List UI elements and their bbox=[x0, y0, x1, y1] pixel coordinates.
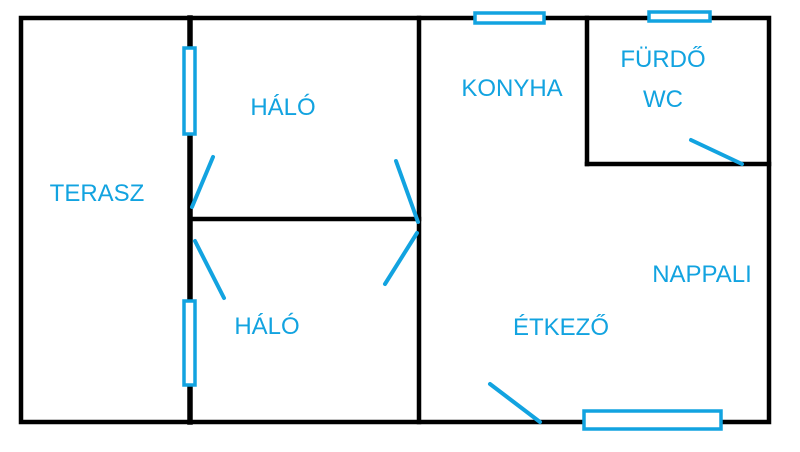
walls bbox=[18, 15, 772, 425]
outer-wall bbox=[18, 15, 772, 425]
label-furdo: FÜRDŐ bbox=[620, 46, 705, 73]
windows bbox=[182, 10, 723, 431]
window-bedroom-lower bbox=[182, 299, 197, 387]
door-entrance bbox=[488, 382, 542, 424]
door-bedroom-upper bbox=[394, 159, 420, 224]
label-etkezo: ÉTKEZŐ bbox=[513, 314, 609, 341]
label-nappali: NAPPALI bbox=[652, 261, 752, 288]
window-bathroom bbox=[647, 10, 712, 23]
door-bathroom bbox=[689, 138, 744, 166]
door-terrace-upper bbox=[190, 155, 215, 209]
label-terasz: TERASZ bbox=[50, 180, 145, 207]
label-wc: WC bbox=[643, 86, 683, 113]
window-bedroom-upper bbox=[182, 46, 197, 136]
label-konyha: KONYHA bbox=[461, 75, 562, 102]
room-labels: TERASZ HÁLÓ HÁLÓ KONYHA FÜRDŐ WC NAPPALI… bbox=[50, 46, 752, 341]
label-halo-upper: HÁLÓ bbox=[250, 94, 315, 121]
door-bedroom-lower bbox=[383, 231, 419, 286]
doors bbox=[190, 138, 744, 424]
door-terrace-lower bbox=[193, 239, 226, 300]
window-kitchen bbox=[473, 11, 546, 25]
window-living bbox=[582, 409, 723, 431]
label-halo-lower: HÁLÓ bbox=[234, 313, 299, 340]
